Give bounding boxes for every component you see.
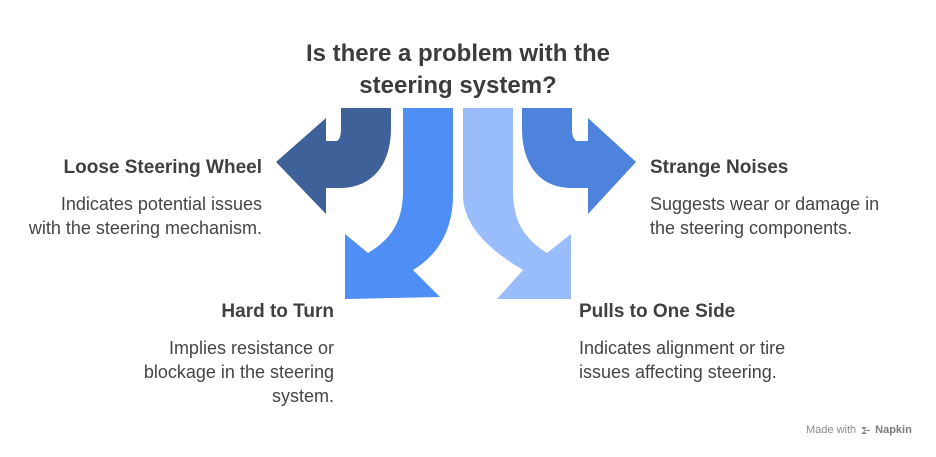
arrow-loose-steering-wheel xyxy=(276,108,391,214)
desc-strange-noises: Suggests wear or damage in the steering … xyxy=(650,192,879,240)
desc-line: Suggests wear or damage in xyxy=(650,194,880,214)
made-with-label: Made with xyxy=(806,424,857,436)
heading-strange-noises: Strange Noises xyxy=(650,157,789,178)
desc-line: Indicates potential issues xyxy=(60,194,262,214)
heading-hard-to-turn: Hard to Turn xyxy=(221,301,334,322)
desc-line: system. xyxy=(271,386,334,406)
title-line-2: steering system? xyxy=(359,72,557,99)
desc-line: the steering components. xyxy=(650,218,853,238)
desc-line: issues affecting steering. xyxy=(579,362,777,382)
desc-line: Indicates alignment or tire xyxy=(579,338,786,358)
heading-pulls-to-one-side: Pulls to One Side xyxy=(579,301,736,322)
title-line-1: Is there a problem with the xyxy=(305,40,611,67)
arrow-hard-to-turn xyxy=(345,108,453,299)
desc-pulls-to-one-side: Indicates alignment or tire issues affec… xyxy=(579,336,785,384)
arrow-pulls-to-one-side xyxy=(463,108,571,299)
desc-line: blockage in the steering xyxy=(143,362,334,382)
napkin-brand: Napkin xyxy=(875,424,912,436)
made-with-napkin-badge[interactable]: Made with Napkin xyxy=(806,424,912,436)
diagram-title: Is there a problem with the steering sys… xyxy=(238,38,678,102)
desc-line: with the steering mechanism. xyxy=(28,218,262,238)
heading-loose-steering-wheel: Loose Steering Wheel xyxy=(63,157,262,178)
desc-line: Implies resistance or xyxy=(168,338,334,358)
napkin-logo-icon xyxy=(861,426,871,434)
desc-hard-to-turn: Implies resistance or blockage in the st… xyxy=(80,336,334,408)
desc-loose-steering-wheel: Indicates potential issues with the stee… xyxy=(0,192,262,240)
arrow-strange-noises xyxy=(522,108,636,214)
